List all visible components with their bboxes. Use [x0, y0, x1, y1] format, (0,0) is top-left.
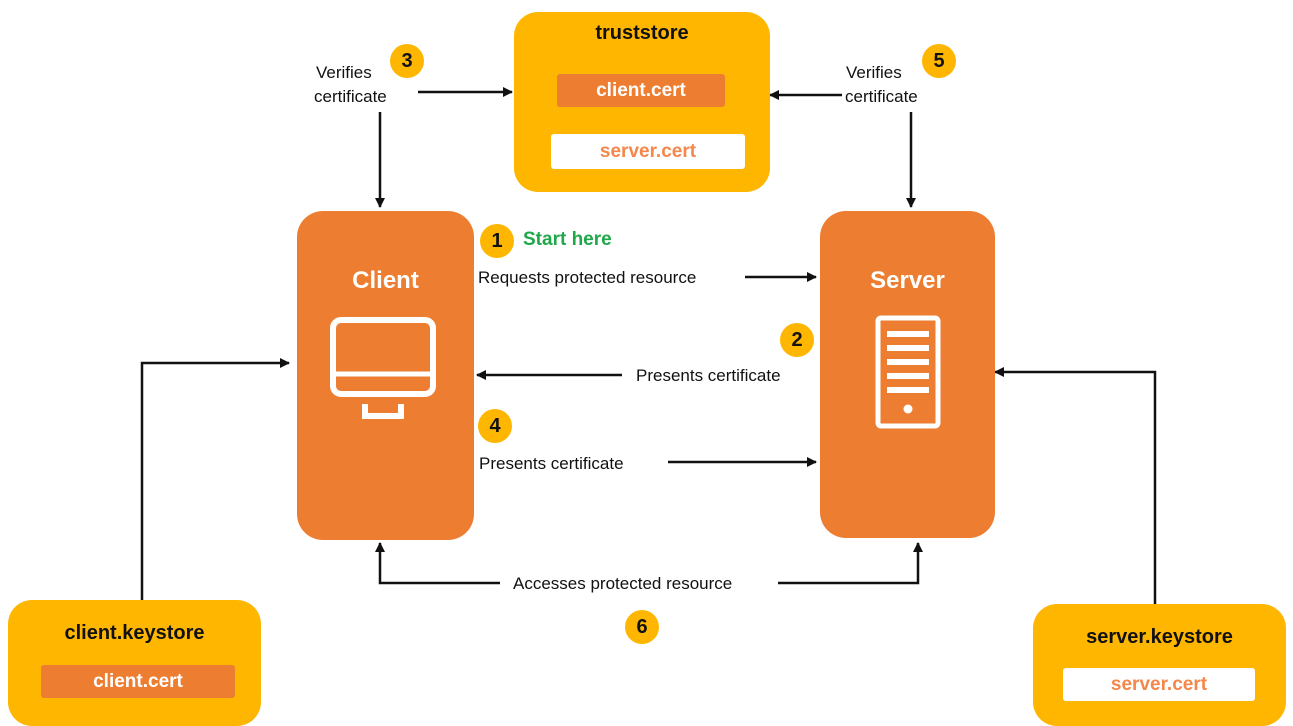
- step-5-badge: 5: [922, 44, 956, 78]
- step-1-badge: 1: [480, 224, 514, 258]
- arrow-access-server: [778, 542, 923, 585]
- client-title: Client: [352, 267, 419, 294]
- start-here-label: Start here: [523, 229, 612, 250]
- step-2-badge: 2: [780, 323, 814, 357]
- step-5-label-line2: certificate: [845, 86, 918, 107]
- server-title: Server: [870, 267, 945, 294]
- server-keystore-title: server.keystore: [1086, 626, 1233, 648]
- client-keystore-box: client.keystore client.cert: [8, 600, 261, 726]
- step-3-badge: 3: [390, 44, 424, 78]
- server-keystore-box: server.keystore server.cert: [1033, 604, 1286, 726]
- client-keystore-title: client.keystore: [64, 622, 205, 644]
- server-keystore-cert: server.cert: [1063, 668, 1255, 701]
- arrow-server-keystore: [994, 367, 1157, 605]
- arrow-access-client: [375, 542, 500, 585]
- step-2-label: Presents certificate: [636, 365, 781, 386]
- monitor-icon: [330, 317, 436, 419]
- server-tower-icon: [875, 315, 941, 429]
- truststore-title: truststore: [595, 22, 689, 44]
- client-keystore-cert: client.cert: [41, 665, 235, 698]
- client-box: Client: [297, 211, 474, 540]
- step-4-badge: 4: [478, 409, 512, 443]
- step-4-label: Presents certificate: [479, 453, 624, 474]
- truststore-server-cert: server.cert: [551, 134, 745, 169]
- truststore-box: truststore client.cert server.cert: [514, 12, 770, 192]
- step-6-label: Accesses protected resource: [509, 573, 737, 594]
- step-1-label: Requests protected resource: [478, 267, 697, 288]
- step-3-label-line1: Verifies: [316, 62, 372, 83]
- server-box: Server: [820, 211, 995, 538]
- truststore-client-cert: client.cert: [557, 74, 725, 107]
- step-5-label-line1: Verifies: [846, 62, 902, 83]
- arrow-client-keystore: [140, 358, 290, 600]
- step-6-badge: 6: [625, 610, 659, 644]
- step-3-label-line2: certificate: [314, 86, 387, 107]
